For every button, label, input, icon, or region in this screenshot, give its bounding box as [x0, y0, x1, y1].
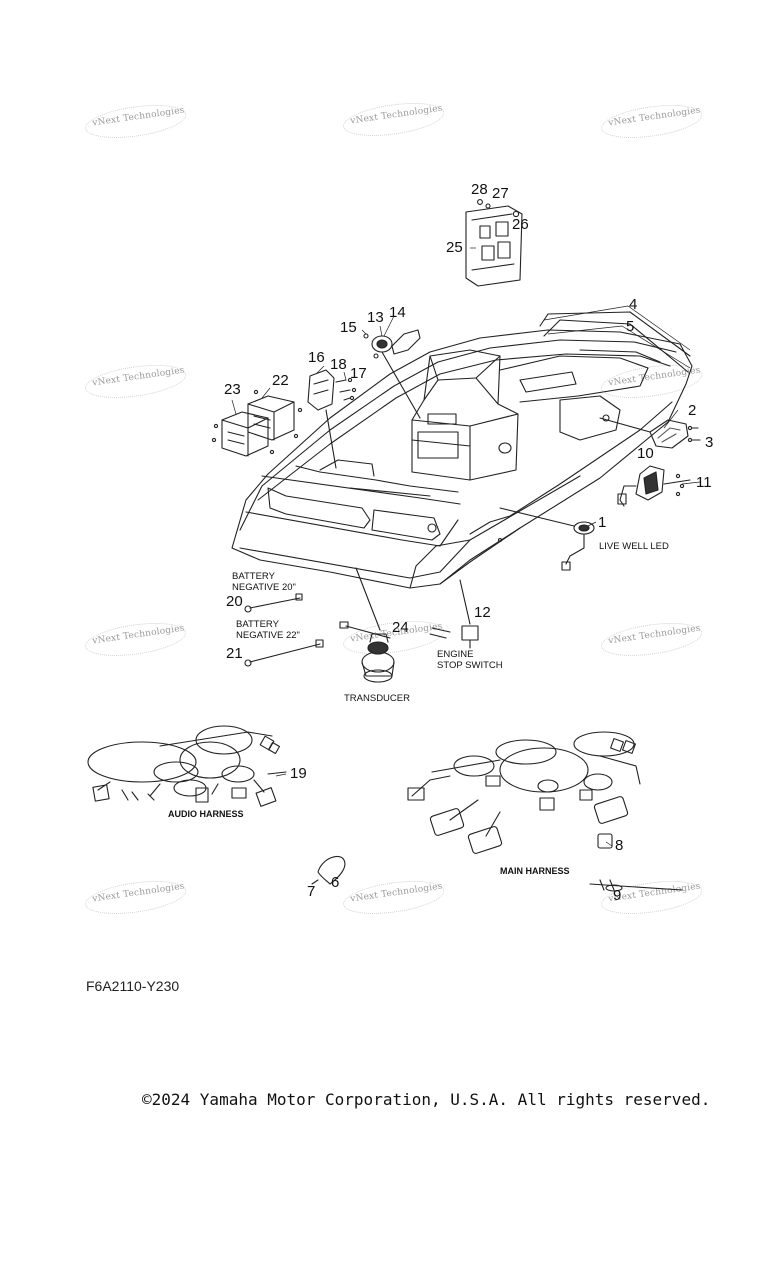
- callout-14: 14: [389, 304, 406, 321]
- control-module: [465, 199, 523, 287]
- callout-9: 9: [613, 887, 622, 904]
- navigation-lights: [599, 417, 701, 507]
- callout-27: 27: [492, 185, 509, 202]
- boat-hull: [231, 329, 693, 589]
- battery-cables: [244, 593, 324, 667]
- label-engine-stop-switch-line1: ENGINE: [437, 649, 474, 660]
- label-battery-negative-20-line2: NEGATIVE 20": [232, 582, 296, 593]
- callout-7: 7: [307, 883, 316, 900]
- label-battery-negative-22-line2: NEGATIVE 22": [236, 630, 300, 641]
- transducer: [339, 567, 395, 683]
- leader-lines: [231, 247, 701, 847]
- callout-4: 4: [629, 296, 638, 313]
- diagram-code: F6A2110-Y230: [86, 978, 180, 994]
- callout-20: 20: [226, 593, 243, 610]
- callout-19: 19: [290, 765, 307, 782]
- callout-6: 6: [331, 874, 340, 891]
- battery-boxes: [211, 389, 303, 457]
- label-engine-stop-switch-line2: STOP SWITCH: [437, 660, 503, 671]
- callout-3: 3: [705, 434, 714, 451]
- callout-28: 28: [471, 181, 488, 198]
- callout-1: 1: [598, 514, 607, 531]
- callout-18: 18: [330, 356, 347, 373]
- callout-10: 10: [637, 445, 654, 462]
- label-live-well-led: LIVE WELL LED: [599, 541, 669, 552]
- switch-panel: [307, 369, 357, 469]
- speaker-assembly: [363, 329, 421, 419]
- callout-13: 13: [367, 309, 384, 326]
- callout-8: 8: [615, 837, 624, 854]
- callout-16: 16: [308, 349, 325, 366]
- callout-5: 5: [626, 318, 635, 335]
- callout-12: 12: [474, 604, 491, 621]
- callout-26: 26: [512, 216, 529, 233]
- callout-25: 25: [446, 239, 463, 256]
- engine-stop-switch: [429, 579, 479, 649]
- tie-strap: [317, 855, 346, 885]
- callout-2: 2: [688, 402, 697, 419]
- audio-harness: [87, 725, 287, 807]
- callout-21: 21: [226, 645, 243, 662]
- live-well-led: [499, 507, 595, 571]
- callout-23: 23: [224, 381, 241, 398]
- label-transducer: TRANSDUCER: [344, 693, 410, 704]
- callout-17: 17: [350, 365, 367, 382]
- callout-15: 15: [340, 319, 357, 336]
- label-main-harness: MAIN HARNESS: [500, 866, 570, 876]
- callout-11: 11: [696, 474, 712, 491]
- main-harness: [407, 731, 683, 892]
- label-battery-negative-20-line1: BATTERY: [232, 571, 275, 582]
- copyright-notice: ©2024 Yamaha Motor Corporation, U.S.A. A…: [142, 1090, 711, 1109]
- callout-24: 24: [392, 619, 409, 636]
- label-battery-negative-22-line1: BATTERY: [236, 619, 279, 630]
- label-audio-harness: AUDIO HARNESS: [168, 809, 244, 819]
- callout-22: 22: [272, 372, 289, 389]
